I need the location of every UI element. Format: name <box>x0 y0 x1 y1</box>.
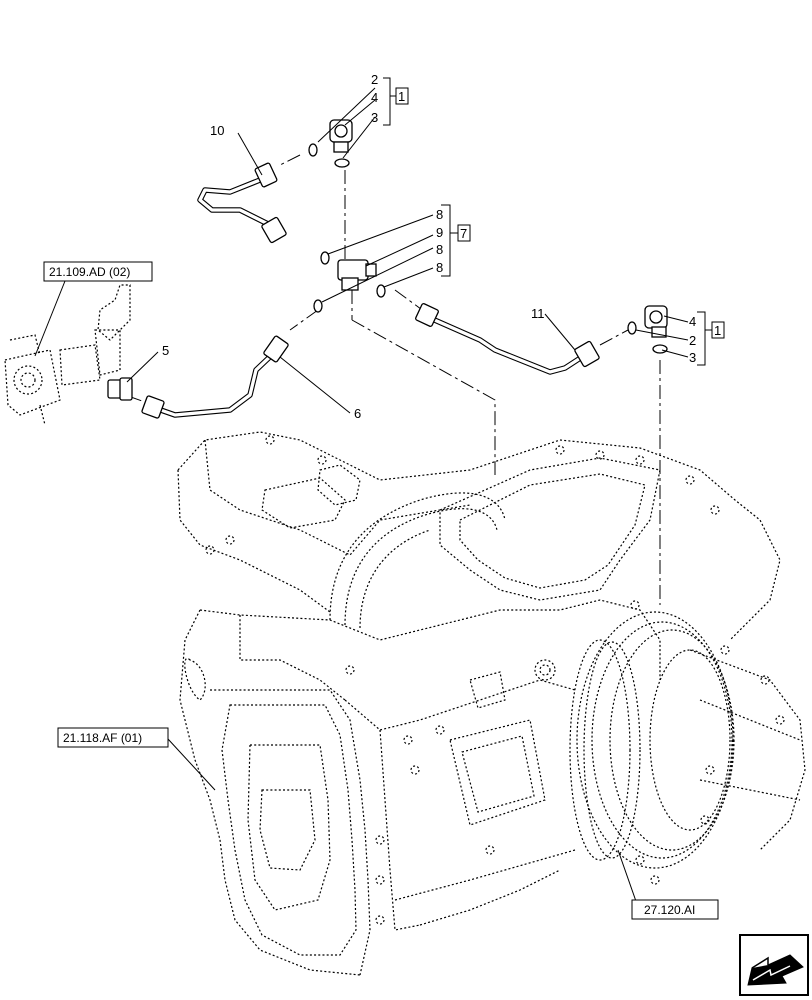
callout-1-top: 1 <box>398 89 405 104</box>
callout-3-right: 3 <box>689 350 696 365</box>
pipe-6 <box>141 335 289 419</box>
pipe-10 <box>197 162 287 244</box>
tee-fitting <box>313 251 386 313</box>
leader-lines <box>34 77 712 908</box>
next-page-arrow-icon[interactable] <box>739 934 809 996</box>
callout-8-middle: 8 <box>436 242 443 257</box>
elbow-fitting-right <box>627 305 668 354</box>
transmission-housing <box>177 431 806 976</box>
callout-10: 10 <box>210 123 224 138</box>
callout-4-top: 4 <box>371 90 378 105</box>
assembly-centerlines <box>127 154 661 605</box>
callout-1-right: 1 <box>714 323 721 338</box>
pipe-11 <box>415 303 600 375</box>
reference-21-118-af: 21.118.AF (01) <box>63 731 142 745</box>
callout-labels: 2 4 3 10 8 9 8 8 11 4 2 3 5 6 <box>162 72 696 421</box>
reference-27-120-ai: 27.120.AI <box>644 903 695 917</box>
callout-9: 9 <box>436 225 443 240</box>
reference-labels: 21.109.AD (02) 21.118.AF (01) 27.120.AI <box>43 261 719 920</box>
callout-11: 11 <box>531 306 545 321</box>
valve-assembly-left <box>4 284 131 426</box>
callout-2-top: 2 <box>371 72 378 87</box>
callout-4-right: 4 <box>689 314 696 329</box>
boxed-callouts: 1 7 1 <box>395 87 725 339</box>
callout-3-top: 3 <box>371 110 378 125</box>
callout-6: 6 <box>354 406 361 421</box>
callout-5: 5 <box>162 343 169 358</box>
callout-7: 7 <box>460 226 467 241</box>
reference-21-109-ad: 21.109.AD (02) <box>49 265 130 279</box>
callout-8-upper: 8 <box>436 207 443 222</box>
elbow-fitting-top <box>308 119 353 168</box>
adapter-fitting-5 <box>107 377 133 401</box>
callout-8-lower: 8 <box>436 260 443 275</box>
callout-2-right: 2 <box>689 333 696 348</box>
